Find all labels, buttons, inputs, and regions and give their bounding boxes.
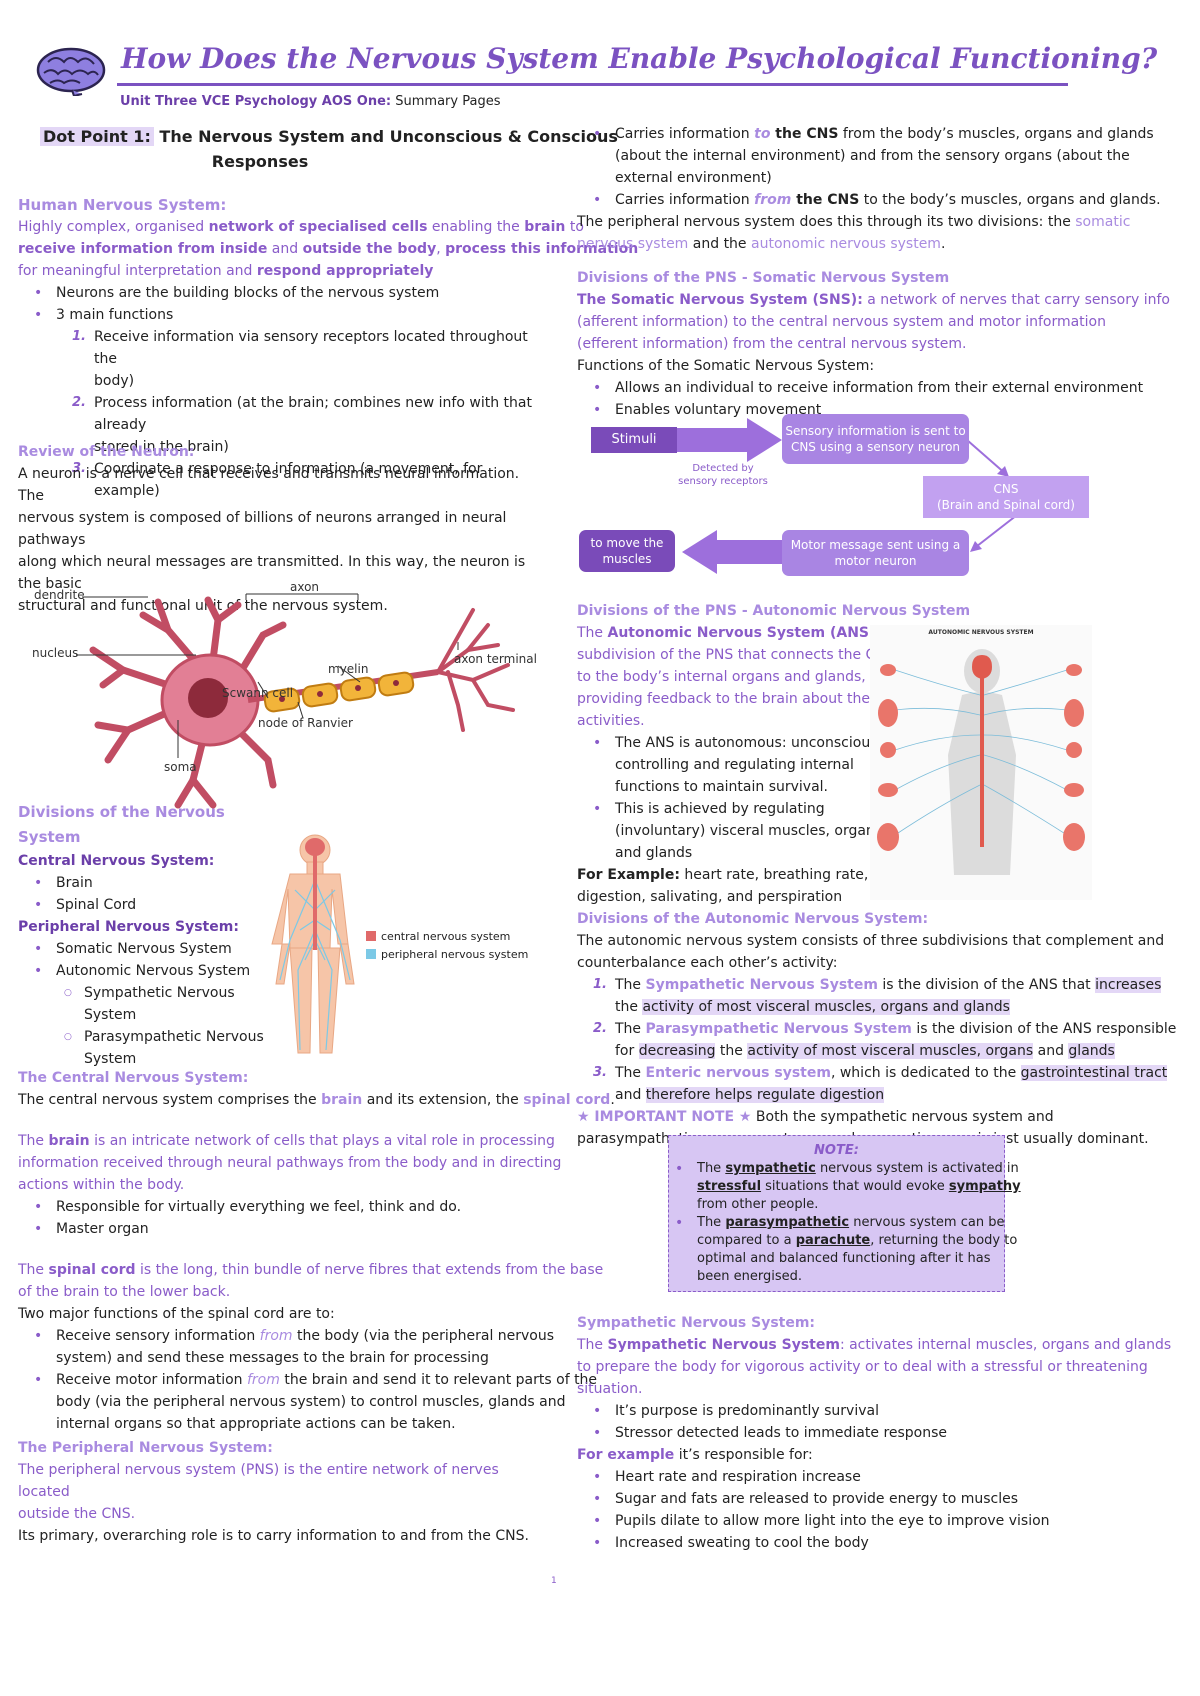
list-item: 2. The Parasympathetic Nervous System is… <box>593 1021 1177 1059</box>
note-box: NOTE: The sympathetic nervous system is … <box>668 1135 1021 1292</box>
list-item: This is achieved by regulating(involunta… <box>593 798 882 864</box>
list-item: Carries information from the CNS to the … <box>593 189 1161 211</box>
dot-point-label: Dot Point 1: <box>40 127 154 146</box>
list-item: Enables voluntary movement <box>593 399 1097 421</box>
soma-label: soma <box>164 760 197 774</box>
note-title: NOTE: <box>814 1143 859 1158</box>
sns-flowchart: Stimuli Detected by sensory receptors Se… <box>577 410 1097 585</box>
list-item: 2.Process information (at the brain; com… <box>72 395 532 455</box>
schwann-cell-label: Scwann cell <box>222 686 294 700</box>
list-item: Spinal Cord <box>34 894 278 916</box>
list-item: 3. The Enteric nervous system, which is … <box>593 1065 1168 1103</box>
list-item: Neurons are the building blocks of the n… <box>34 282 538 304</box>
human-nervous-system-section: Human Nervous System: Highly complex, or… <box>18 194 638 502</box>
list-item: Receive motor information from the brain… <box>34 1369 597 1435</box>
list-item: Carries information to the CNS from the … <box>593 123 1154 189</box>
section-heading: Divisions of the PNS - Somatic Nervous S… <box>577 270 950 286</box>
stimuli-box: Stimuli <box>591 427 677 453</box>
list-item: Stressor detected leads to immediate res… <box>593 1422 1097 1444</box>
list-item: Responsible for virtually everything we … <box>34 1196 548 1218</box>
neuron-review-section: Review of the Neuron: A neuron is a nerv… <box>18 441 538 617</box>
list-item: Receive sensory information from the bod… <box>34 1325 554 1369</box>
list-item: 1.Receive information via sensory recept… <box>72 329 528 389</box>
list-item: The parasympathetic nervous system can b… <box>675 1214 1017 1286</box>
list-item: Allows an individual to receive informat… <box>593 377 1143 399</box>
pns-section: The Peripheral Nervous System: The perip… <box>18 1437 548 1547</box>
nervous-system-body-figure <box>260 830 370 1060</box>
list-item: Somatic Nervous System <box>34 938 278 960</box>
section-heading: Sympathetic Nervous System: <box>577 1315 816 1331</box>
somatic-section: Divisions of the PNS - Somatic Nervous S… <box>577 267 1170 421</box>
detected-label: Detected by sensory receptors <box>678 463 768 487</box>
legend: central nervous system peripheral nervou… <box>366 928 528 964</box>
list-item: Increased sweating to cool the body <box>593 1532 1097 1554</box>
cns-section: The Central Nervous System: The central … <box>18 1067 615 1435</box>
subtitle: Unit Three VCE Psychology AOS One: Summa… <box>120 94 501 109</box>
node-of-ranvier-label: node of Ranvier <box>258 716 353 730</box>
autonomic-section: Divisions of the PNS - Autonomic Nervous… <box>577 600 971 908</box>
section-heading: Review of the Neuron: <box>18 444 195 460</box>
ans-illustration: AUTONOMIC NERVOUS SYSTEM <box>870 625 1092 900</box>
section-heading: Human Nervous System: <box>18 196 227 214</box>
axon-terminal-label: axon terminal <box>454 652 537 666</box>
page-title: How Does the Nervous System Enable Psych… <box>121 42 1158 75</box>
list-item: Pupils dilate to allow more light into t… <box>593 1510 1097 1532</box>
nucleus-label: nucleus <box>32 646 79 660</box>
section-heading: Divisions of the Autonomic Nervous Syste… <box>577 911 929 927</box>
section-heading: Divisions of the Nervous System <box>18 803 225 846</box>
title-rule <box>117 83 1068 86</box>
section-heading: The Peripheral Nervous System: <box>18 1440 273 1456</box>
list-item: Brain <box>34 872 278 894</box>
section-heading: The Central Nervous System: <box>18 1070 249 1086</box>
list-item: The sympathetic nervous system is activa… <box>675 1160 1021 1214</box>
myelin-label: myelin <box>328 662 369 676</box>
list-item: Autonomic Nervous System <box>34 960 278 982</box>
list-item: It’s purpose is predominantly survival <box>593 1400 1097 1422</box>
list-item: 3.Coordinate a response to information (… <box>72 461 483 499</box>
list-item: Master organ <box>34 1218 548 1240</box>
divisions-section: Divisions of the Nervous System Central … <box>18 800 278 1070</box>
legend-pns-swatch <box>366 949 376 959</box>
list-item: 3 main functions <box>34 304 538 326</box>
brain-logo-icon <box>36 46 106 98</box>
dot-point-heading: Dot Point 1: The Nervous System and Unco… <box>40 124 618 174</box>
neuron-diagram: dendrite nucleus axon myelin axon termin… <box>18 580 578 840</box>
axon-label: axon <box>290 580 320 594</box>
section-heading: Divisions of the PNS - Autonomic Nervous… <box>577 603 971 619</box>
ans-divisions-section: Divisions of the Autonomic Nervous Syste… <box>577 908 1177 1150</box>
cns-box: CNS(Brain and Spinal cord) <box>923 476 1089 518</box>
list-item: Heart rate and respiration increase <box>593 1466 1097 1488</box>
pns-continued: Carries information to the CNS from the … <box>577 123 1161 255</box>
list-item: 1. The Sympathetic Nervous System is the… <box>593 977 1162 1015</box>
legend-cns-swatch <box>366 931 376 941</box>
dendrite-label: dendrite <box>34 588 85 602</box>
page-number: 1 <box>551 1576 557 1586</box>
list-item: The ANS is autonomous: unconsciouslycont… <box>593 732 890 798</box>
sympathetic-section: Sympathetic Nervous System: The Sympathe… <box>577 1312 1171 1554</box>
list-item: Sugar and fats are released to provide e… <box>593 1488 1097 1510</box>
